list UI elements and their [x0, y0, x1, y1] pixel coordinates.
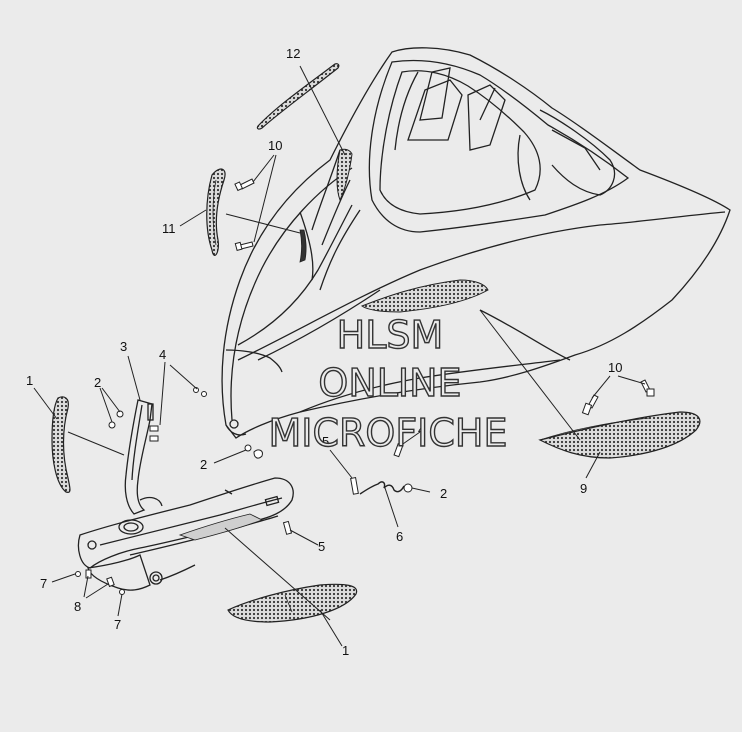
callout-10-upper: 10 — [268, 138, 282, 153]
callout-3: 3 — [120, 339, 127, 354]
trim-strip-12 — [256, 63, 340, 130]
callout-7-lower: 7 — [114, 617, 121, 632]
hood — [221, 47, 731, 439]
watermark: HLSM ONLINE MICROFICHE — [268, 312, 508, 455]
hood-vent-grille — [360, 279, 489, 313]
side-vent-grille — [336, 148, 353, 202]
hardware — [75, 387, 413, 595]
callout-6: 6 — [396, 529, 403, 544]
callout-11: 11 — [162, 221, 176, 236]
front-trim-1 — [51, 396, 71, 493]
leader-lines — [33, 65, 646, 647]
hood-center-panel — [299, 229, 307, 263]
screws-10-upper — [234, 178, 255, 251]
callout-5-lower: 5 — [318, 539, 325, 554]
callout-5-upper: 5 — [322, 434, 329, 449]
callout-1-left: 1 — [26, 373, 33, 388]
bumper-bracket-3 — [124, 399, 163, 515]
watermark-line-3: MICROFICHE — [268, 411, 507, 455]
callout-2-center: 2 — [200, 457, 207, 472]
watermark-line-2: ONLINE — [318, 361, 461, 405]
watermark-line-1: HLSM — [337, 313, 444, 357]
callout-2-right: 2 — [440, 486, 447, 501]
callout-2-left: 2 — [94, 375, 101, 390]
callout-7-left: 7 — [40, 576, 47, 591]
lower-grille-1 — [227, 583, 358, 623]
callout-labels: 12 10 11 3 4 1 2 2 5 4 2 6 5 10 9 7 8 7 … — [26, 46, 622, 658]
side-trim-11 — [206, 168, 226, 256]
callout-9: 9 — [580, 481, 587, 496]
callout-1-lower: 1 — [342, 643, 349, 658]
callout-12: 12 — [286, 46, 300, 61]
callout-4-right: 4 — [418, 422, 425, 437]
wire-harness-6 — [359, 481, 405, 495]
callout-10-lower: 10 — [608, 360, 622, 375]
fasteners-10-lower — [581, 379, 655, 416]
callout-4-left: 4 — [159, 347, 166, 362]
bumper-lower-panel — [178, 513, 264, 541]
callout-8: 8 — [74, 599, 81, 614]
